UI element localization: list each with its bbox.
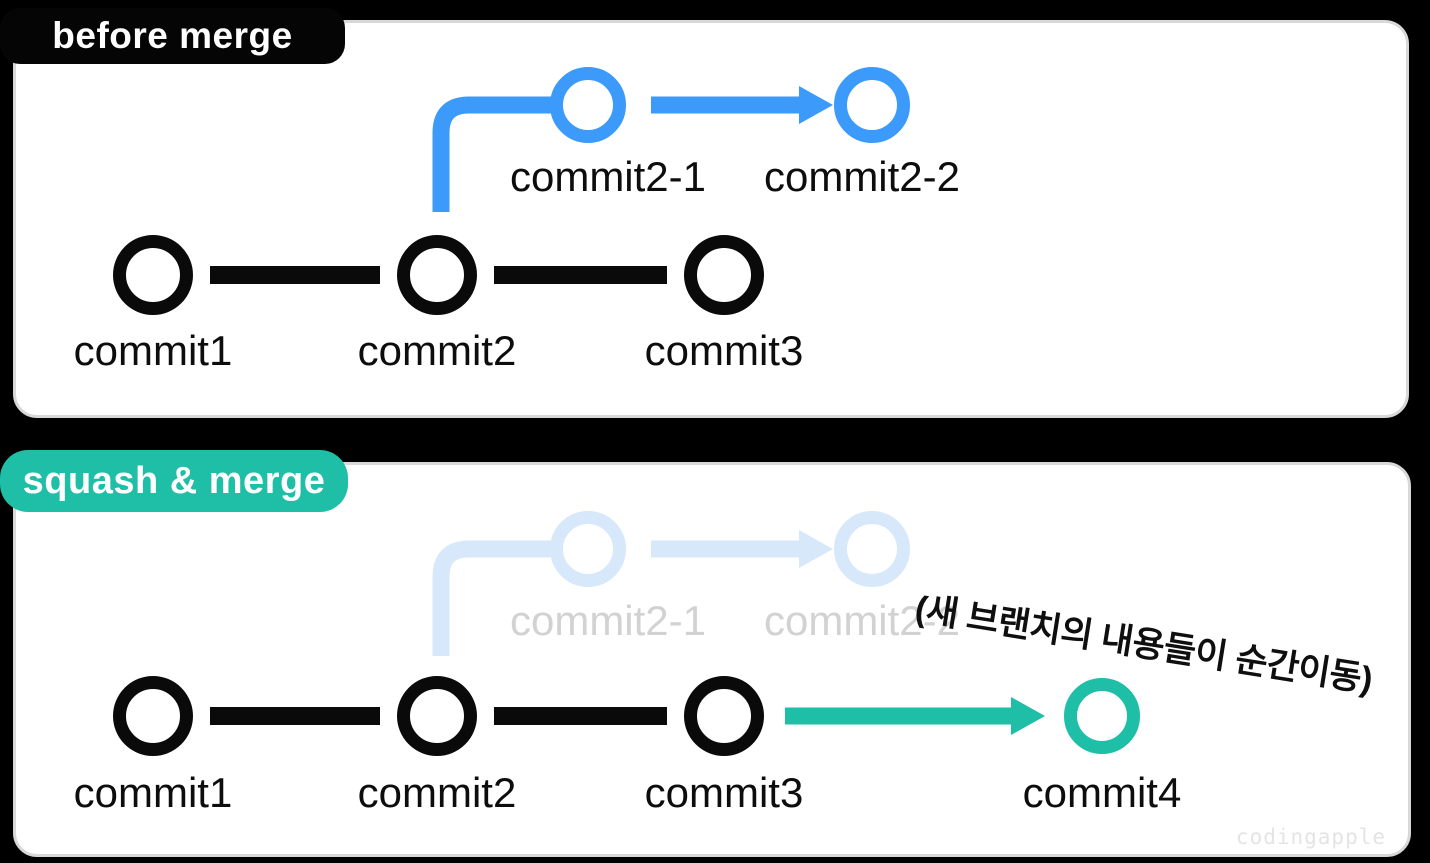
commit3-label: commit3	[644, 327, 804, 374]
commit2-node	[397, 235, 477, 315]
commit2-label: commit2	[357, 327, 517, 374]
branch-arrow-head	[799, 86, 833, 124]
badge-before-merge: before merge	[0, 8, 345, 64]
ghost-commit2-2-label: commit2-2	[763, 597, 961, 644]
badge-before-merge-label: before merge	[52, 15, 293, 56]
commit3-label-squash: commit3	[644, 769, 804, 816]
commit4-node	[1064, 678, 1140, 754]
watermark: codingapple	[1235, 825, 1386, 849]
commit2-2-node	[834, 67, 910, 143]
panel-before-merge	[13, 20, 1409, 418]
ghost-branch-elbow-edge	[432, 540, 552, 656]
ghost-branch-arrow-head	[799, 530, 833, 568]
ghost-commit2-1-node	[550, 511, 626, 587]
commit2-1-node	[550, 67, 626, 143]
panel-squash-merge	[13, 462, 1411, 857]
commit2-2-label: commit2-2	[763, 153, 961, 200]
commit1-label-squash: commit1	[73, 769, 233, 816]
commit3-node	[684, 235, 764, 315]
commit2-node-squash	[397, 676, 477, 756]
commit2-1-label: commit2-1	[509, 153, 707, 200]
commit1-node	[113, 235, 193, 315]
squash-arrow-head	[1011, 697, 1045, 735]
branch-elbow-edge	[432, 96, 552, 212]
ghost-commit2-1-label: commit2-1	[509, 597, 707, 644]
commit2-label-squash: commit2	[357, 769, 517, 816]
badge-squash-merge-label: squash & merge	[22, 459, 326, 502]
badge-squash-merge: squash & merge	[0, 450, 348, 512]
commit4-label: commit4	[1022, 769, 1182, 816]
ghost-commit2-2-node	[834, 511, 910, 587]
commit3-node-squash	[684, 676, 764, 756]
commit1-node-squash	[113, 676, 193, 756]
commit1-label: commit1	[73, 327, 233, 374]
